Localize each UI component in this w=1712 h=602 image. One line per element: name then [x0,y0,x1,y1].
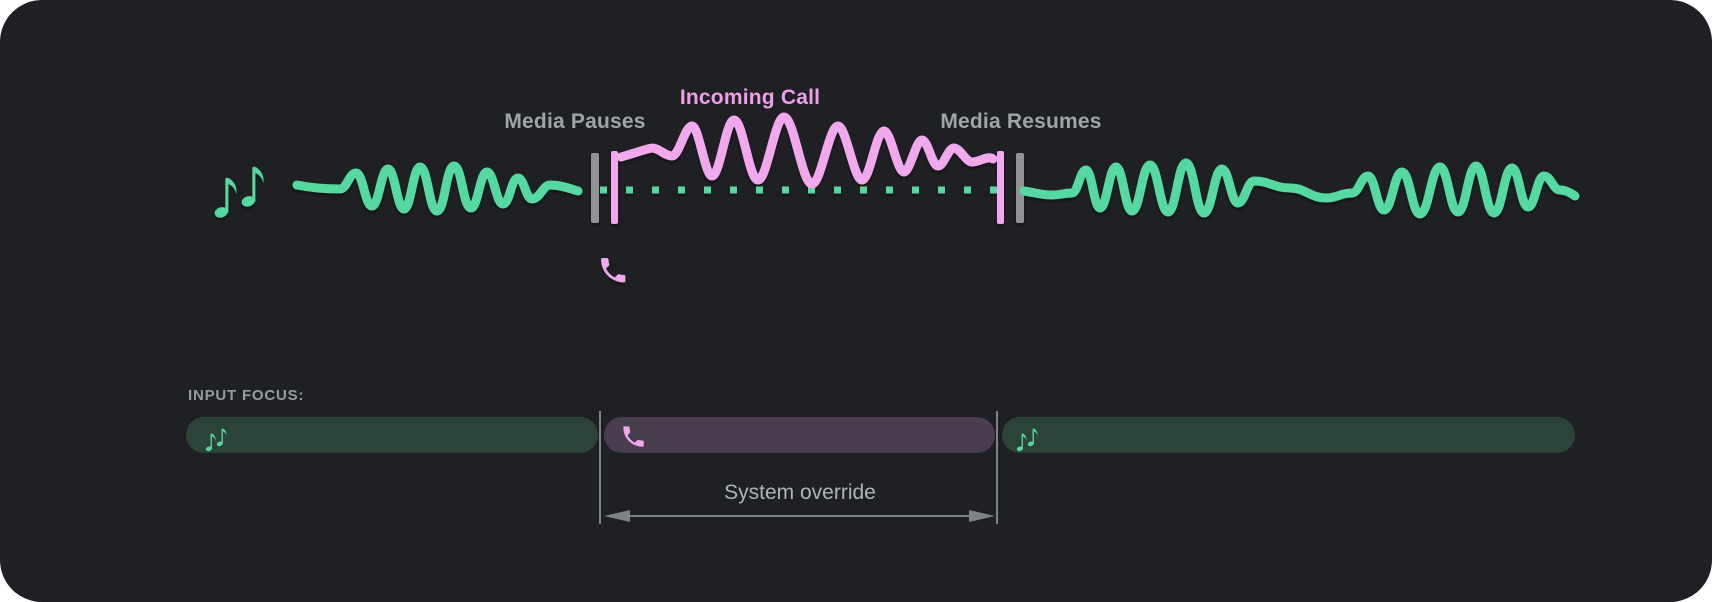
incoming-call-label: Incoming Call [679,86,821,109]
media-pause-marker [591,153,599,223]
divider-line-left [599,411,601,524]
arrow-head-right-icon [969,510,995,522]
arrow-line [620,515,977,517]
music-notes-icon [1016,428,1038,452]
media-resume-marker [1016,153,1024,223]
music-notes-icon [205,428,227,452]
media-resumes-label: Media Resumes [940,110,1102,133]
media-waveform-left [292,161,583,216]
call-start-marker [611,151,618,224]
arrow-head-left-icon [604,510,630,522]
phone-icon [623,426,644,447]
focus-segment-call [604,417,995,453]
music-notes-icon [213,166,264,220]
call-end-marker [997,151,1004,224]
divider-line-right [996,411,998,524]
focus-segment-media-after [1002,417,1575,453]
system-override-measure [599,411,998,524]
input-focus-heading: INPUT FOCUS: [188,387,305,404]
media-waveform-right [1019,158,1580,219]
focus-segment-media-before [186,417,598,453]
call-waveform [616,112,998,189]
media-pauses-label: Media Pauses [504,110,646,133]
system-override-label: System override [724,481,876,504]
phone-icon [601,258,626,283]
